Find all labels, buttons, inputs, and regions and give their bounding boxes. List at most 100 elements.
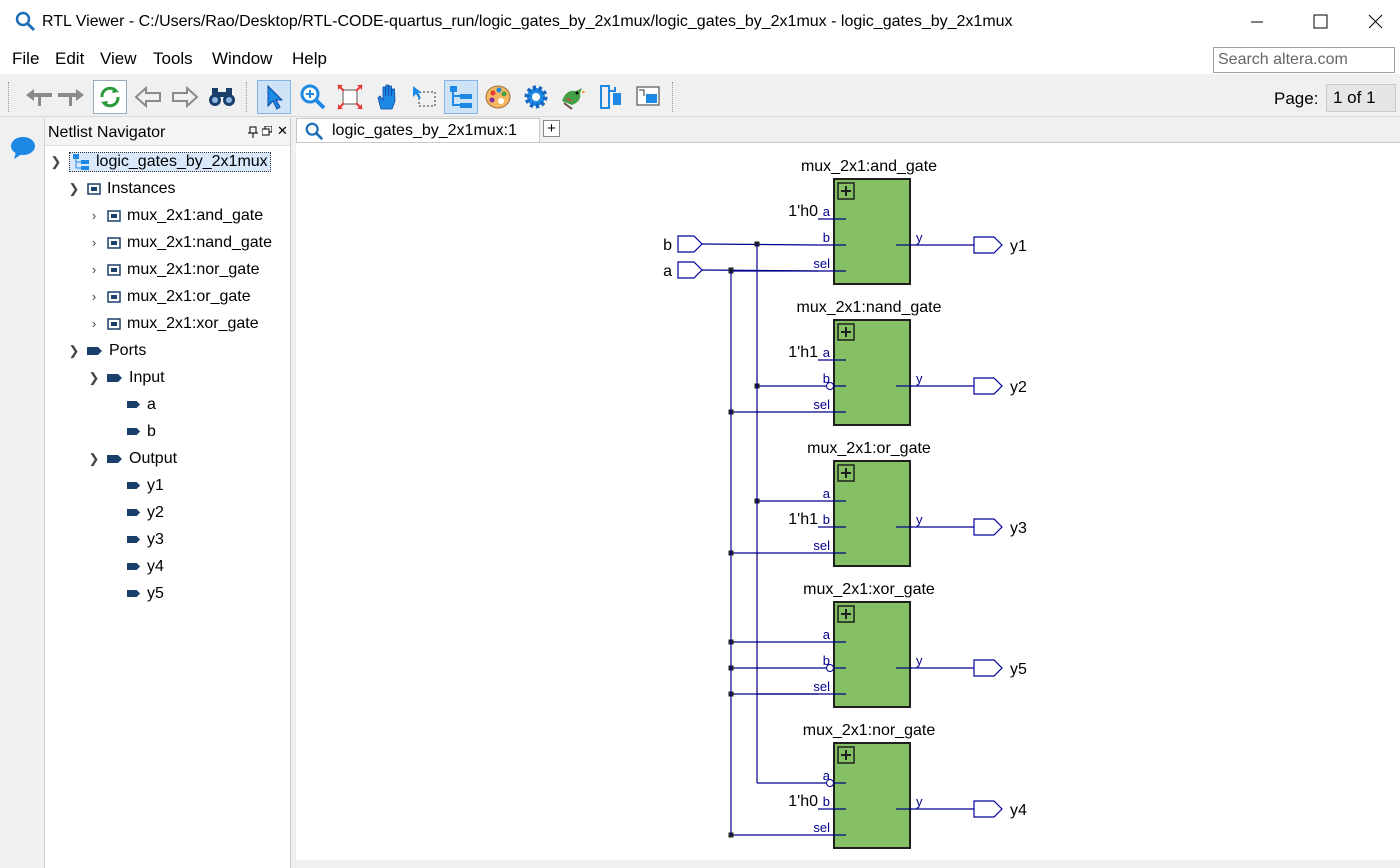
select-pointer-icon[interactable] <box>257 80 291 114</box>
chevron-right-icon[interactable]: › <box>91 316 97 331</box>
chevron-down-icon[interactable]: ❯ <box>68 180 80 196</box>
pin-icon[interactable] <box>248 126 258 138</box>
gear-icon[interactable] <box>519 80 553 114</box>
binoculars-icon[interactable] <box>205 80 239 114</box>
instance-icon <box>87 182 101 195</box>
pin-label: sel <box>813 397 830 412</box>
port-icon <box>127 481 141 490</box>
constant-label: 1'h0 <box>788 793 818 810</box>
input-port-a <box>677 261 703 279</box>
port-icon <box>107 454 123 464</box>
expand-plus <box>841 327 851 337</box>
inversion-bubble <box>826 779 834 787</box>
chevron-down-icon[interactable]: ❯ <box>50 153 62 169</box>
output-port <box>973 659 1003 677</box>
chevron-down-icon[interactable]: ❯ <box>88 369 100 385</box>
chevron-right-icon[interactable]: › <box>91 235 97 250</box>
tree-port-item[interactable]: y4 <box>127 554 164 579</box>
fit-window-icon[interactable] <box>333 80 367 114</box>
port-label: y4 <box>147 557 164 575</box>
hand-pan-icon[interactable] <box>370 80 404 114</box>
expand-plus <box>841 609 851 619</box>
tree-port-item[interactable]: y3 <box>127 527 164 552</box>
chevron-right-icon[interactable]: › <box>91 289 97 304</box>
output-port <box>973 236 1003 254</box>
input-b-wire <box>701 243 819 246</box>
speech-bubble-icon[interactable] <box>10 136 36 160</box>
menu-help[interactable]: Help <box>292 49 327 68</box>
tree-root[interactable]: ❯ logic_gates_by_2x1mux <box>49 149 271 174</box>
marquee-select-icon[interactable] <box>407 80 441 114</box>
port-icon <box>127 427 141 436</box>
port-icon <box>87 346 103 356</box>
tree-port-item[interactable]: y1 <box>127 473 164 498</box>
inversion-bubble <box>826 664 834 672</box>
output-label: Output <box>129 449 178 467</box>
pin-label: b <box>823 512 830 527</box>
port-icon <box>107 373 123 383</box>
hierarchy-icon <box>72 153 90 171</box>
port-label: y2 <box>147 503 164 521</box>
tree-instance-item[interactable]: › mux_2x1:and_gate <box>87 203 263 228</box>
tree-instance-item[interactable]: › mux_2x1:xor_gate <box>87 311 259 336</box>
document-tab-strip: logic_gates_by_2x1mux:1 + <box>296 118 1400 142</box>
zoom-icon[interactable] <box>296 80 330 114</box>
tree-port-item[interactable]: b <box>127 419 156 444</box>
menu-edit[interactable]: Edit <box>55 49 85 68</box>
minimize-icon[interactable] <box>1234 6 1280 38</box>
bird-icon[interactable] <box>556 80 590 114</box>
refresh-icon[interactable] <box>93 80 127 114</box>
instance-icon <box>107 317 121 330</box>
close-panel-icon[interactable]: ✕ <box>277 123 288 138</box>
tree-port-item[interactable]: y2 <box>127 500 164 525</box>
tree-port-item[interactable]: a <box>127 392 156 417</box>
menu-file[interactable]: File <box>12 49 40 68</box>
tree-output-group[interactable]: ❯ Output <box>87 446 177 471</box>
float-icon[interactable] <box>262 126 272 136</box>
page-selector[interactable]: 1 of 1 <box>1326 84 1396 112</box>
menu-view[interactable]: View <box>100 49 137 68</box>
back-icon[interactable] <box>131 80 165 114</box>
tree-input-group[interactable]: ❯ Input <box>87 365 165 390</box>
tree-instance-item[interactable]: › mux_2x1:nor_gate <box>87 257 260 282</box>
search-input[interactable]: Search altera.com <box>1213 47 1395 73</box>
back-arrow-icon[interactable] <box>22 80 56 114</box>
chevron-down-icon[interactable]: ❯ <box>68 342 80 358</box>
port-label: y1 <box>147 476 164 494</box>
pin-label: y <box>916 512 923 527</box>
instance-icon <box>107 209 121 222</box>
hierarchy-up-icon[interactable] <box>594 80 628 114</box>
export-view-icon[interactable] <box>631 80 665 114</box>
instance-label: mux_2x1:nor_gate <box>127 260 260 278</box>
menu-window[interactable]: Window <box>212 49 273 68</box>
tree-instances[interactable]: ❯ Instances <box>67 176 176 201</box>
menu-tools[interactable]: Tools <box>153 49 193 68</box>
forward-arrow-icon[interactable] <box>54 80 88 114</box>
chevron-down-icon[interactable]: ❯ <box>88 450 100 466</box>
tree-instance-item[interactable]: › mux_2x1:or_gate <box>87 284 251 309</box>
chevron-right-icon[interactable]: › <box>91 208 97 223</box>
input-a-wire <box>701 269 819 272</box>
instance-label: mux_2x1:or_gate <box>127 287 251 305</box>
forward-icon[interactable] <box>168 80 202 114</box>
close-icon[interactable] <box>1352 6 1398 38</box>
color-palette-icon[interactable] <box>481 80 515 114</box>
tab-rtl-view[interactable]: logic_gates_by_2x1mux:1 <box>296 118 540 142</box>
tree-instance-item[interactable]: › mux_2x1:nand_gate <box>87 230 272 255</box>
maximize-icon[interactable] <box>1297 6 1343 38</box>
pin-label: sel <box>813 820 830 835</box>
tree-port-item[interactable]: y5 <box>127 581 164 606</box>
add-tab-button[interactable]: + <box>543 120 560 137</box>
output-port <box>973 800 1003 818</box>
input-label: Input <box>129 368 165 386</box>
chevron-right-icon[interactable]: › <box>91 262 97 277</box>
tree-ports[interactable]: ❯ Ports <box>67 338 147 363</box>
netlist-hierarchy-icon[interactable] <box>444 80 478 114</box>
instance-name: mux_2x1:and_gate <box>801 158 937 175</box>
inversion-bubble <box>826 382 834 390</box>
port-label: y3 <box>147 530 164 548</box>
port-label: a <box>147 395 156 413</box>
output-port <box>973 518 1003 536</box>
pin-label: a <box>823 627 831 642</box>
